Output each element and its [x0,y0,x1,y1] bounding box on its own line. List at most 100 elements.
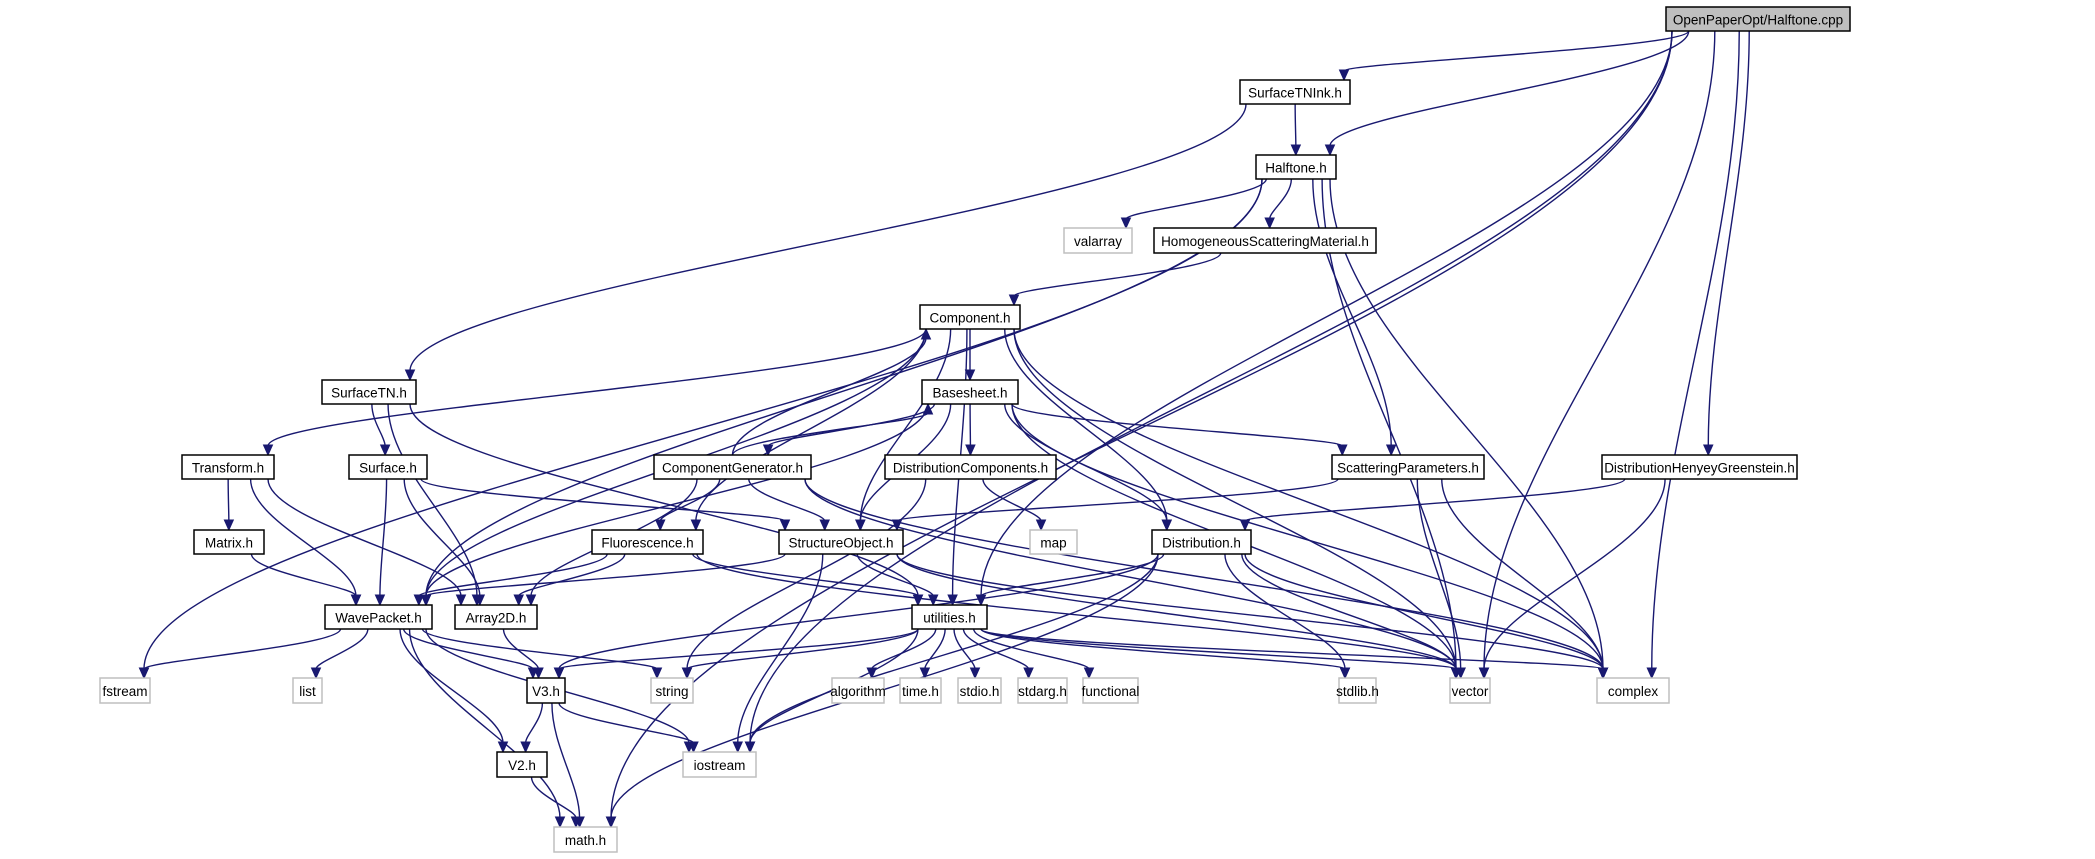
node-box [1017,677,1068,704]
edge-structureobject-h-to-utilities-h [856,553,934,597]
node-box[interactable] [454,604,538,630]
node-box[interactable] [193,529,265,555]
edge-surface-h-to-wavepacket-h [379,478,388,597]
arrowhead-icon [1385,444,1397,457]
node-v2-h[interactable]: V2.h [496,751,548,778]
node-label: DistributionComponents.h [893,461,1048,476]
node-box[interactable] [1151,529,1252,555]
node-homogeneousscatteringmaterial-h[interactable]: HomogeneousScatteringMaterial.h [1153,227,1377,254]
node-wavepacket-h[interactable]: WavePacket.h [324,604,433,630]
node-box[interactable] [778,529,904,555]
node-box[interactable] [496,751,548,778]
node-box [831,677,885,704]
node-surface-h[interactable]: Surface.h [348,454,428,480]
node-functional: functional [1082,677,1139,704]
arrowhead-icon [919,667,931,680]
node-label: Component.h [929,311,1010,326]
node-label: StructureObject.h [788,536,893,551]
node-box[interactable] [1255,154,1337,180]
edge-transform-h-to-wavepacket-h [249,478,357,597]
edge-fluorescence-h-to-array2d-h [518,553,626,597]
node-label: SurfaceTNInk.h [1248,86,1342,101]
arrowhead-icon [520,741,531,754]
arrowhead-icon [420,594,432,607]
arrowhead-icon [1290,144,1302,157]
edge-basesheet-h-to-complex [1011,403,1604,670]
edge-utilities-h-to-vector [980,628,1457,670]
node-label: OpenPaperOpt/Halftone.cpp [1673,13,1843,28]
node-iostream: iostream [682,751,757,778]
node-structureobject-h[interactable]: StructureObject.h [778,529,904,555]
arrowhead-icon [1161,519,1173,532]
node-box [682,751,757,778]
node-box[interactable] [1331,454,1485,480]
node-box[interactable] [1601,454,1798,480]
arrowhead-icon [605,816,617,829]
node-box[interactable] [348,454,428,480]
node-matrix-h[interactable]: Matrix.h [193,529,265,555]
arrowhead-icon [533,667,544,680]
arrowhead-icon [732,741,743,754]
node-distributionhenyeygreenstein-h[interactable]: DistributionHenyeyGreenstein.h [1601,454,1798,480]
node-openpaperopt-halftone-cpp[interactable]: OpenPaperOpt/Halftone.cpp [1665,6,1851,32]
edge-distribution-h-to-v3-h [558,553,1159,670]
node-utilities-h[interactable]: utilities.h [911,604,988,630]
node-box[interactable] [911,604,988,630]
edge-wavepacket-h-to-v3-h [402,628,534,670]
node-componentgenerator-h[interactable]: ComponentGenerator.h [653,454,812,480]
edge-utilities-h-to-stdarg-h [962,628,1030,670]
arrowhead-icon [920,327,932,340]
node-distribution-h[interactable]: Distribution.h [1151,529,1252,555]
node-box[interactable] [1665,6,1851,32]
node-scatteringparameters-h[interactable]: ScatteringParameters.h [1331,454,1485,480]
node-distributioncomponents-h[interactable]: DistributionComponents.h [884,454,1057,480]
edge-fluorescence-h-to-vector [696,553,1457,670]
node-complex: complex [1596,677,1670,704]
node-box[interactable] [526,677,566,704]
node-box[interactable] [884,454,1057,480]
node-label: Fluorescence.h [601,536,693,551]
node-array2d-h[interactable]: Array2D.h [454,604,538,630]
node-box[interactable] [181,454,275,480]
node-fluorescence-h[interactable]: Fluorescence.h [591,529,704,555]
node-label: ComponentGenerator.h [662,461,803,476]
arrowhead-icon [922,402,934,415]
node-box[interactable] [653,454,812,480]
node-box[interactable] [324,604,433,630]
arrowhead-icon [891,519,903,532]
node-label: HomogeneousScatteringMaterial.h [1161,234,1369,249]
node-math-h: math.h [553,826,618,853]
node-halftone-h[interactable]: Halftone.h [1255,154,1337,180]
node-box[interactable] [921,379,1019,405]
node-box [899,677,942,704]
edge-surfacetnink-h-to-halftone-h [1294,103,1297,147]
node-surfacetn-h[interactable]: SurfaceTN.h [321,379,417,405]
node-box[interactable] [1153,227,1377,254]
arrowhead-icon [1008,294,1020,307]
node-basesheet-h[interactable]: Basesheet.h [921,379,1019,405]
node-component-h[interactable]: Component.h [919,304,1021,330]
node-valarray: valarray [1063,227,1133,254]
node-transform-h[interactable]: Transform.h [181,454,275,480]
edge-openpaperopt-halftone-cpp-to-utilities-h [980,30,1673,597]
node-surfacetnink-h[interactable]: SurfaceTNInk.h [1239,79,1351,105]
node-box[interactable] [321,379,417,405]
node-box[interactable] [919,304,1021,330]
node-string: string [650,677,694,704]
arrowhead-icon [223,519,235,532]
node-v3-h[interactable]: V3.h [526,677,566,704]
arrowhead-icon [912,594,924,607]
arrowhead-icon [964,369,976,382]
arrowhead-icon [262,444,274,457]
node-box[interactable] [1239,79,1351,105]
node-box[interactable] [591,529,704,555]
edge-componentgenerator-h-to-structureobject-h [748,478,826,522]
edge-componentgenerator-h-to-fluorescence-h [659,478,721,522]
edge-wavepacket-h-to-string [421,628,658,670]
arrowhead-icon [1646,667,1658,680]
node-vector: vector [1449,677,1491,704]
node-label: stdlib.h [1336,684,1379,699]
arrowhead-icon [138,667,150,680]
edge-distribution-h-to-iostream [749,553,1159,744]
arrowhead-icon [1120,217,1132,230]
